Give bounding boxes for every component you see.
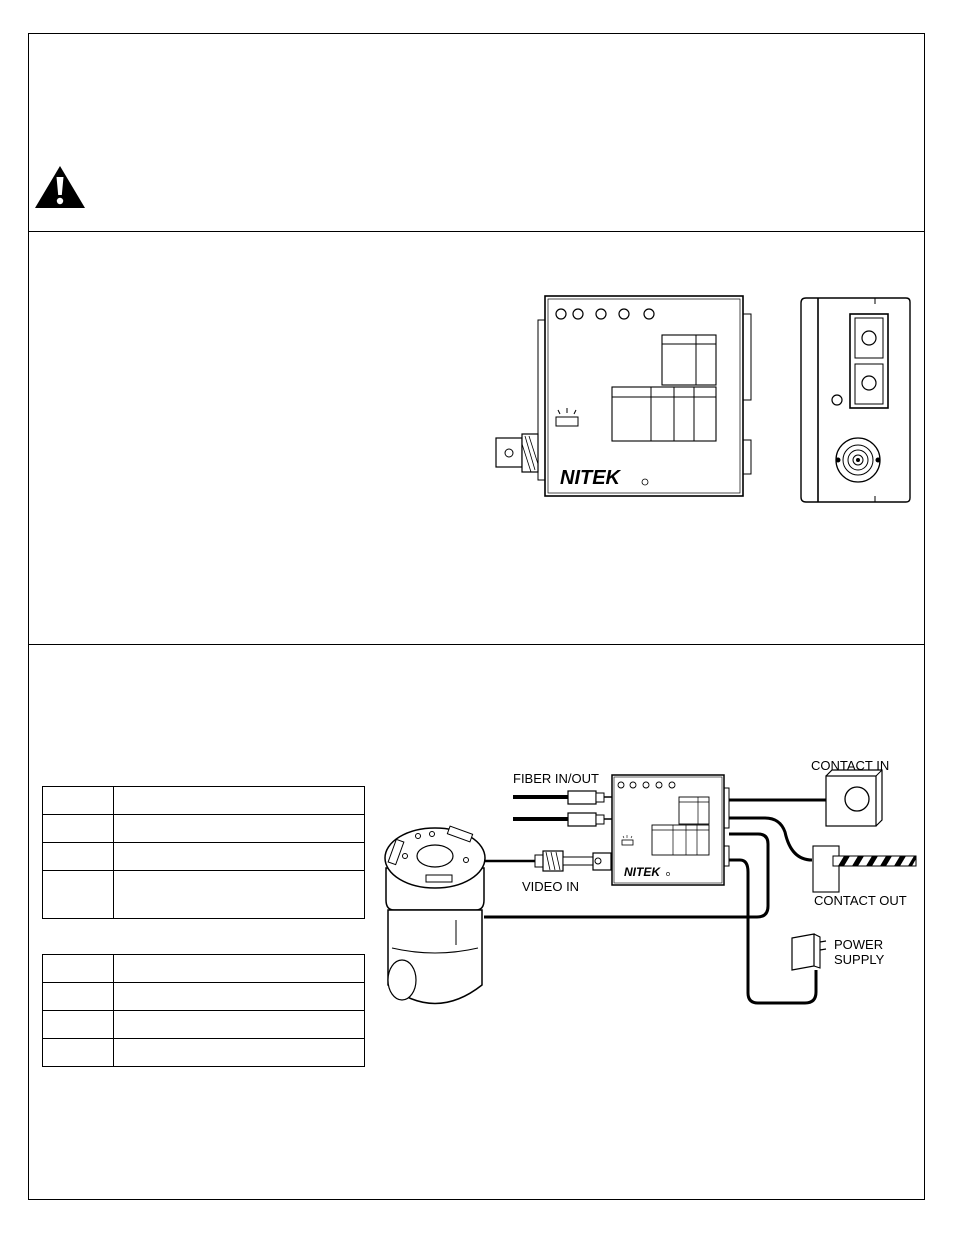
led-indicators bbox=[555, 308, 655, 320]
table-row bbox=[42, 982, 365, 1011]
supply-label: SUPPLY bbox=[834, 952, 885, 967]
fiber-in-out-label: FIBER IN/OUT bbox=[513, 771, 599, 786]
product-front-illustration: NITEK bbox=[495, 295, 752, 497]
specs-table-2 bbox=[42, 954, 365, 1067]
product-side-illustration bbox=[800, 297, 911, 503]
video-in-label: VIDEO IN bbox=[522, 879, 580, 894]
specs-table-1 bbox=[42, 786, 365, 919]
table-row bbox=[42, 842, 365, 871]
contact-in-label: CONTACT IN bbox=[811, 758, 890, 773]
section-divider-1 bbox=[28, 231, 925, 232]
table-row bbox=[42, 786, 365, 815]
power-label: POWER bbox=[834, 937, 884, 952]
table-row bbox=[42, 954, 365, 983]
connection-diagram: NITEK bbox=[384, 769, 917, 1005]
warning-icon bbox=[35, 166, 85, 208]
table-row bbox=[42, 1010, 365, 1039]
nitek-logo-small: NITEK bbox=[624, 865, 661, 879]
table-row bbox=[42, 814, 365, 843]
table-row bbox=[42, 1038, 365, 1067]
dome-camera-illustration bbox=[384, 825, 486, 1005]
contact-out-label: CONTACT OUT bbox=[814, 893, 907, 908]
nitek-logo: NITEK bbox=[560, 467, 622, 489]
page-frame bbox=[28, 33, 925, 1200]
table-row bbox=[42, 870, 365, 919]
section-divider-2 bbox=[28, 644, 925, 645]
